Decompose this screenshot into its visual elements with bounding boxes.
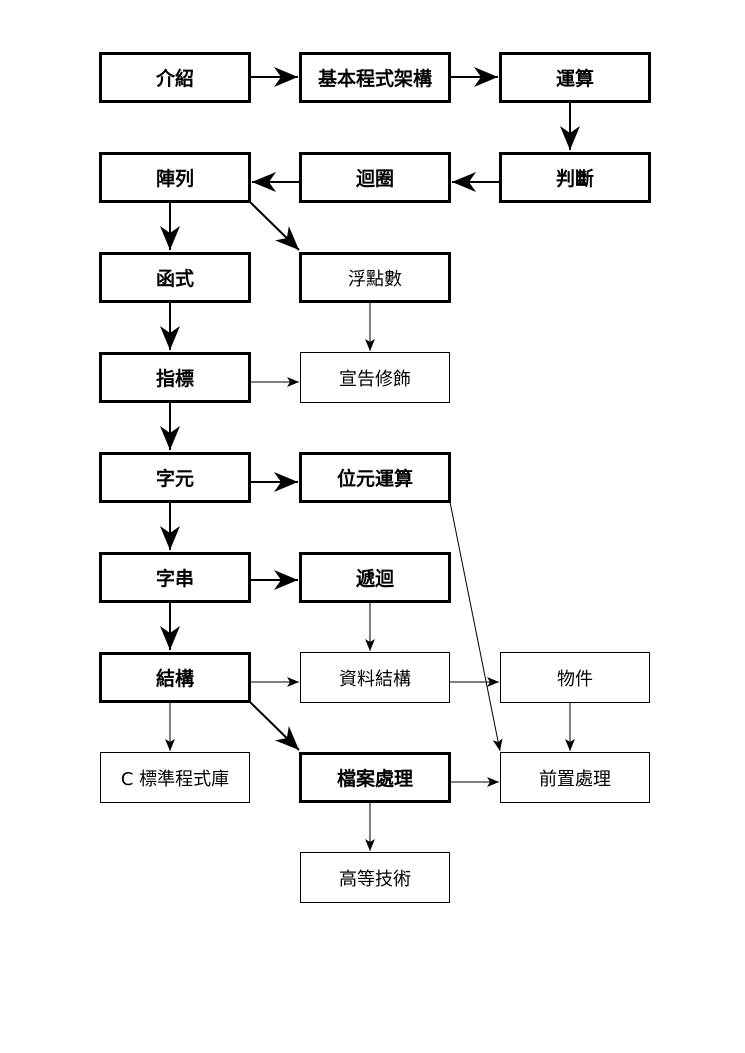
node-intro: 介紹 [99,52,251,103]
node-char: 字元 [99,452,251,503]
node-loop: 迴圈 [299,152,451,203]
node-bit-operation: 位元運算 [299,452,451,503]
node-preprocessing: 前置處理 [500,752,650,803]
arrow-bitop-to-preproc [449,501,503,752]
node-pointer: 指標 [99,352,251,403]
node-c-standard-library: C 標準程式庫 [100,752,250,803]
node-string: 字串 [99,552,251,603]
node-file-processing: 檔案處理 [299,752,451,803]
arrow-struct-to-file [249,701,300,751]
node-advanced-techniques: 高等技術 [300,852,450,903]
node-object: 物件 [500,652,650,703]
arrow-array-to-float [249,201,300,251]
node-struct: 結構 [99,652,251,703]
node-recursion: 遞迴 [299,552,451,603]
node-operation: 運算 [499,52,651,103]
node-array: 陣列 [99,152,251,203]
node-qualifier: 宣告修飾 [300,352,450,403]
node-function: 函式 [99,252,251,303]
node-decision: 判斷 [499,152,651,203]
node-data-structure: 資料結構 [300,652,450,703]
node-basic-structure: 基本程式架構 [299,52,451,103]
node-float: 浮點數 [299,252,451,303]
